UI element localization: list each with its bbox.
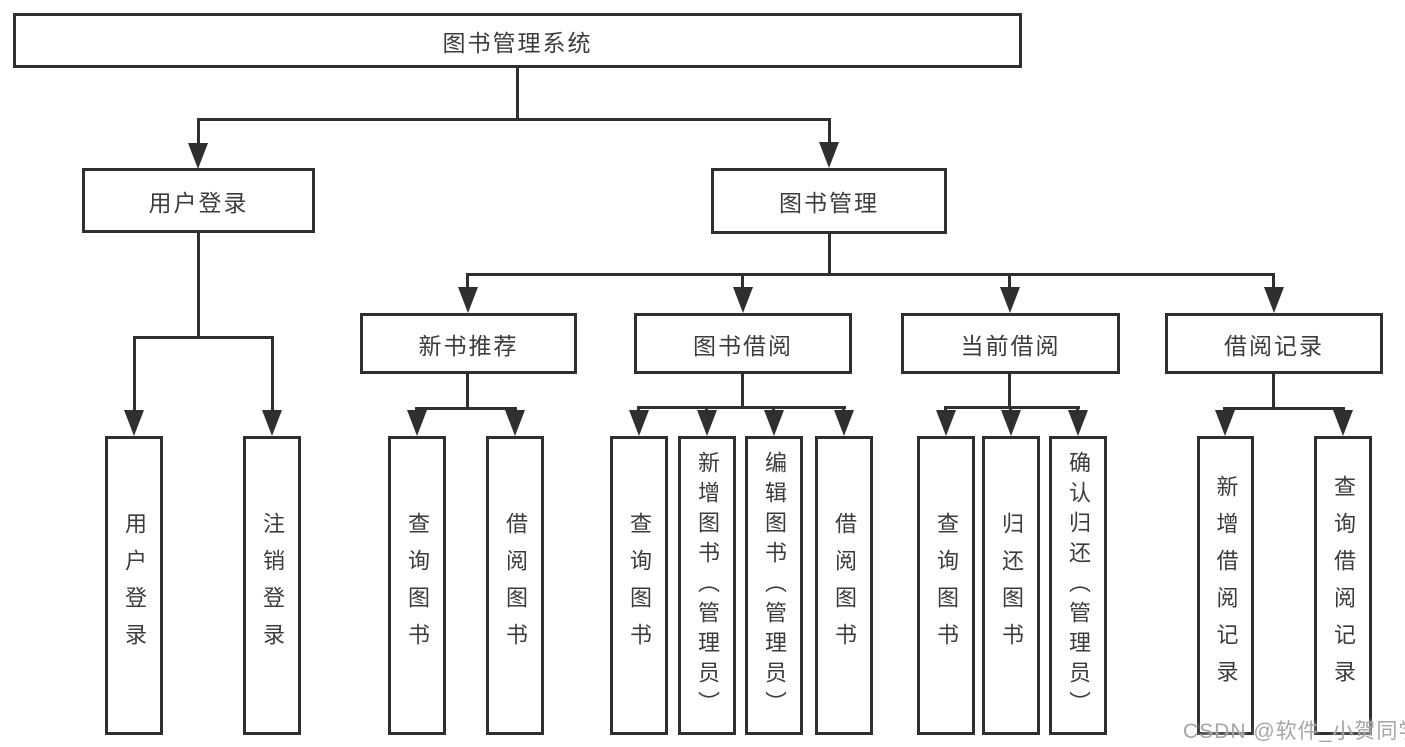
leaf-user-login: 用户登录 (105, 436, 163, 735)
connector-line (197, 233, 200, 336)
node-user-login-branch: 用户登录 (82, 168, 315, 233)
arrowhead-down-icon (733, 287, 753, 313)
connector-line (197, 118, 831, 121)
arrowhead-down-icon (819, 142, 839, 168)
leaf-edit-books-admin: 编辑图书（管理员） (745, 436, 803, 735)
arrowhead-down-icon (1215, 410, 1235, 436)
connector-line (133, 336, 136, 412)
arrowhead-down-icon (629, 410, 649, 436)
arrowhead-down-icon (764, 410, 784, 436)
node-borrowing-records: 借阅记录 (1165, 313, 1383, 374)
connector-line (415, 407, 517, 410)
leaf-query-books-current: 查询图书 (917, 436, 975, 735)
connector-line (197, 118, 200, 146)
arrowhead-down-icon (124, 410, 144, 436)
arrowhead-down-icon (834, 410, 854, 436)
connector-line (741, 374, 744, 406)
arrowhead-down-icon (1000, 287, 1020, 313)
arrowhead-down-icon (936, 410, 956, 436)
leaf-logout: 注销登录 (243, 436, 301, 735)
arrowhead-down-icon (458, 287, 478, 313)
arrowhead-down-icon (262, 410, 282, 436)
connector-line (828, 118, 831, 146)
leaf-query-books-borrow: 查询图书 (610, 436, 668, 735)
arrowhead-down-icon (407, 410, 427, 436)
connector-line (133, 336, 273, 339)
leaf-query-borrow-record: 查询借阅记录 (1314, 436, 1372, 735)
arrowhead-down-icon (1001, 410, 1021, 436)
connector-line (516, 68, 519, 118)
arrowhead-down-icon (697, 410, 717, 436)
leaf-add-borrow-record: 新增借阅记录 (1197, 436, 1254, 735)
arrowhead-down-icon (188, 143, 208, 169)
connector-line (637, 406, 846, 409)
node-book-borrowing: 图书借阅 (634, 313, 852, 374)
leaf-add-books-admin: 新增图书（管理员） (678, 436, 736, 735)
watermark: CSDN @软件_小贺同学 (1183, 720, 1405, 743)
connector-line (1008, 374, 1011, 406)
connector-line (1223, 407, 1345, 410)
leaf-borrow-books-new: 借阅图书 (486, 436, 544, 735)
connector-line (741, 273, 744, 289)
connector-line (466, 273, 469, 289)
connector-line (828, 233, 831, 273)
connector-line (467, 273, 1275, 276)
arrowhead-down-icon (1333, 410, 1353, 436)
connector-line (944, 406, 1080, 409)
connector-line (466, 374, 469, 407)
arrowhead-down-icon (1068, 410, 1088, 436)
leaf-borrow-books-borrow: 借阅图书 (815, 436, 873, 735)
leaf-return-books: 归还图书 (982, 436, 1040, 735)
node-new-book-rec: 新书推荐 (360, 313, 577, 374)
leaf-query-books-new: 查询图书 (388, 436, 446, 735)
node-current-borrowing: 当前借阅 (901, 313, 1120, 374)
connector-line (271, 336, 274, 412)
arrowhead-down-icon (505, 410, 525, 436)
arrowhead-down-icon (1264, 287, 1284, 313)
connector-line (1008, 273, 1011, 289)
connector-line (1272, 374, 1275, 407)
node-root: 图书管理系统 (13, 13, 1022, 68)
leaf-confirm-return-admin: 确认归还（管理员） (1049, 436, 1107, 735)
node-book-mgmt-branch: 图书管理 (711, 168, 947, 234)
connector-line (1272, 273, 1275, 289)
